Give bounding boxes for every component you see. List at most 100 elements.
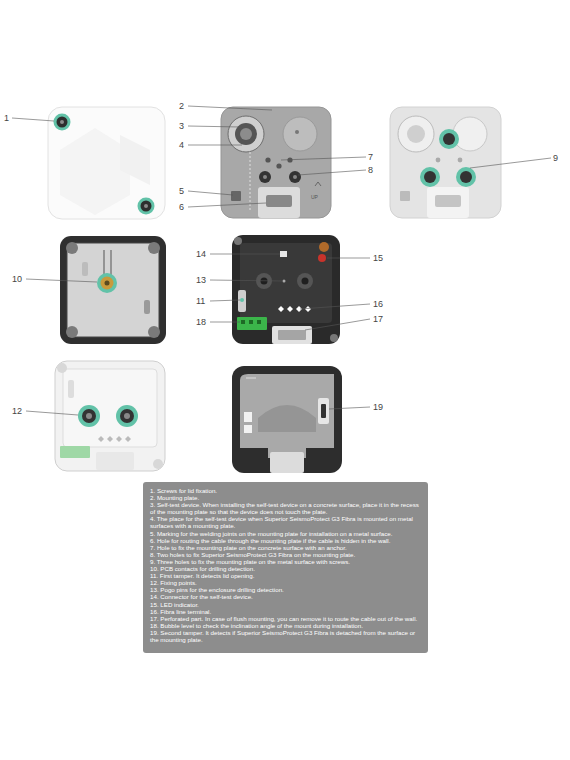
enclosure-inside-view-part	[237, 317, 267, 330]
leader-lines-part	[281, 157, 366, 160]
legend-item: 2. Mounting plate.	[150, 494, 421, 501]
legend-item: 4. The place for the self-test device wh…	[150, 515, 421, 529]
leader-lines-part	[12, 118, 54, 121]
fixing-points-view-part	[116, 405, 138, 427]
legend-item: 15. LED indicator.	[150, 601, 421, 608]
enclosure-inside-view-part	[240, 298, 244, 302]
leader-lines-part	[470, 158, 551, 168]
legend-item: 17. Perforated part. In case of flush mo…	[150, 615, 421, 622]
plate-metal-view-part	[424, 171, 436, 183]
enclosure-inside-view-part	[257, 320, 261, 324]
fixing-points-view-part	[78, 405, 100, 427]
leader-lines-part	[329, 407, 370, 409]
enclosure-back-view-part	[144, 300, 150, 314]
legend-item: 1. Screws for lid fixation.	[150, 487, 421, 494]
mounting-plate-view-part	[231, 191, 241, 201]
mounting-plate-view-part	[315, 182, 321, 186]
leader-lines	[12, 106, 551, 415]
enclosure-back-view-part	[66, 326, 78, 338]
enclosure-inside-view-part	[305, 306, 311, 312]
callout-number: 11	[196, 296, 205, 306]
rear-tamper-view-part	[232, 366, 342, 473]
fixing-points-view-part	[125, 436, 131, 442]
plate-metal-view-part	[436, 158, 441, 163]
rear-tamper-view-part	[321, 404, 326, 418]
enclosure-inside-view-part	[278, 306, 284, 312]
enclosure-inside-view-part	[272, 326, 312, 344]
mounting-plate-view-part	[263, 175, 267, 179]
plate-metal-view-part	[435, 195, 461, 207]
leader-lines-part	[26, 411, 78, 415]
enclosure-back-view-part	[60, 236, 166, 344]
mounting-plate-view-part	[266, 195, 292, 207]
legend-item: 13. Pogo pins for the enclosure drilling…	[150, 586, 421, 593]
legend-item: 11. First tamper. It detects lid opening…	[150, 572, 421, 579]
mounting-plate-view-part	[265, 157, 270, 162]
rear-tamper-view-part	[244, 412, 252, 422]
callout-number: UP	[311, 194, 318, 200]
mounting-plate-view-part	[295, 130, 299, 134]
rear-tamper-view-part	[240, 374, 334, 458]
enclosure-inside-view-part	[232, 235, 340, 344]
leader-lines-part	[305, 319, 370, 330]
callout-number: 17	[373, 314, 383, 324]
fixing-points-view-part	[107, 436, 113, 442]
leader-lines-part	[188, 203, 266, 207]
callout-number: 13	[196, 275, 206, 285]
enclosure-back-view	[60, 236, 166, 344]
rear-tamper-view	[232, 366, 342, 473]
enclosure-inside-view-part	[278, 330, 306, 340]
callout-number: 18	[196, 317, 206, 327]
enclosure-inside-view	[232, 235, 340, 344]
lid-view	[48, 107, 165, 219]
mounting-plate-view-part	[259, 171, 271, 183]
mounting-plate-view	[221, 107, 331, 218]
plate-metal-view-part	[427, 187, 469, 218]
mounting-plate-view-part	[240, 128, 252, 140]
leader-lines-part	[210, 280, 283, 281]
plate-metal-view-part	[398, 116, 434, 152]
enclosure-inside-view-part	[319, 242, 329, 252]
mounting-plate-view-part	[258, 187, 300, 218]
enclosure-back-view-part	[148, 242, 160, 254]
rear-tamper-view-part	[258, 405, 316, 432]
lid-view-part	[60, 128, 130, 215]
plate-metal-view-part	[458, 158, 463, 163]
rear-tamper-view-part	[270, 452, 304, 473]
fixing-points-view-part	[124, 413, 130, 419]
mounting-plate-view-part	[276, 163, 281, 168]
fixing-points-view-part	[86, 413, 92, 419]
leader-lines-part	[188, 126, 240, 127]
callout-number: 2	[179, 101, 184, 111]
legend-item: 19. Second tamper. It detects if Superio…	[150, 629, 421, 643]
callout-number: 15	[373, 253, 383, 263]
fixing-points-view-part	[68, 380, 74, 398]
enclosure-inside-view-part	[241, 320, 245, 324]
leader-lines-part	[26, 279, 97, 282]
lid-view-part	[144, 204, 148, 208]
rear-tamper-view-part	[244, 425, 252, 433]
enclosure-back-view-part	[97, 273, 117, 293]
enclosure-back-view-part	[148, 326, 160, 338]
rear-tamper-view-part	[246, 378, 256, 379]
callout-number: 10	[12, 274, 22, 284]
plate-metal-view	[390, 107, 501, 218]
enclosure-inside-view-part	[240, 243, 332, 323]
callout-number: 6	[179, 202, 184, 212]
plate-metal-view-part	[453, 117, 487, 151]
legend-item: 16. Fibra line terminal.	[150, 608, 421, 615]
enclosure-inside-view-part	[318, 254, 326, 262]
enclosure-inside-view-part	[330, 334, 338, 342]
leader-lines-part	[300, 304, 370, 309]
lid-view-part	[57, 117, 68, 128]
callout-number: 1	[4, 113, 9, 123]
fixing-points-view-part	[57, 363, 67, 373]
enclosure-inside-view-part	[280, 251, 287, 257]
lid-view-part	[60, 120, 64, 124]
legend-item: 5. Marking for the welding joints on the…	[150, 530, 421, 537]
fixing-points-view-part	[63, 369, 157, 447]
mounting-plate-view-part	[289, 171, 301, 183]
callout-number: 14	[196, 249, 206, 259]
plate-metal-view-part	[390, 107, 501, 218]
enclosure-inside-view-part	[249, 320, 253, 324]
